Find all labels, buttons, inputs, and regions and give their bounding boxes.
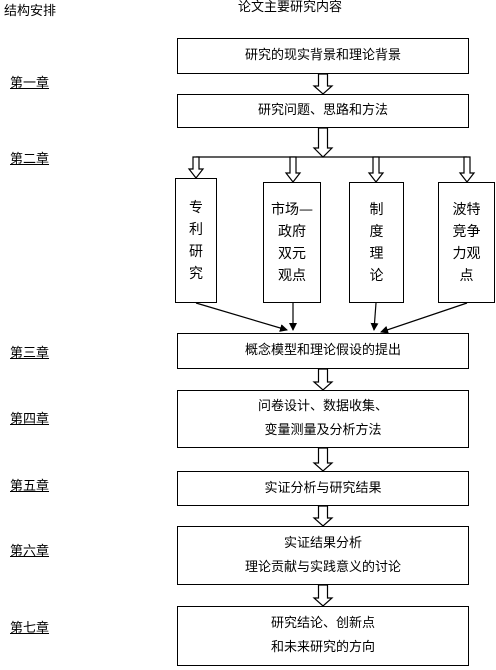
- structure-heading: 结构安排: [4, 4, 57, 19]
- merge-arrows: [195, 302, 468, 334]
- flow-arrow-6: [312, 584, 334, 607]
- theory-2-line-1: 市场—: [271, 201, 313, 218]
- theory-1-line-2: 利: [189, 221, 203, 238]
- flow-arrow-2: [312, 127, 334, 158]
- theory-3-line-3: 理: [369, 245, 384, 262]
- model-box: 概念模型和理论假设的提出: [177, 333, 469, 369]
- theory-2-line-2: 政府: [278, 223, 306, 240]
- results-text: 实证分析与研究结果: [264, 480, 382, 496]
- theory-box-porter: 波特 竞争 力观 点: [438, 182, 495, 303]
- branch-arrow-2: [284, 156, 302, 183]
- content-heading: 论文主要研究内容: [238, 0, 343, 15]
- flow-arrows: [312, 73, 334, 607]
- theory-box-market-government: 市场— 政府 双元 观点: [263, 182, 321, 303]
- branch-arrow-3: [367, 156, 385, 183]
- conclusion-text-line-2: 和未来研究的方向: [270, 640, 375, 655]
- design-box: 问卷设计、数据收集、 变量测量及分析方法: [177, 390, 469, 448]
- merge-arrow-4: [380, 302, 468, 334]
- merge-arrow-1: [195, 302, 288, 332]
- theory-2-line-4: 观点: [278, 267, 306, 284]
- background-box: 研究的现实背景和理论背景: [177, 38, 469, 74]
- design-text-line-1: 问卷设计、数据收集、: [257, 399, 388, 414]
- theory-4-line-2: 竞争: [452, 223, 481, 240]
- branch-arrows: [187, 156, 476, 183]
- conclusion-text-line-1: 研究结论、创新点: [270, 616, 375, 631]
- discussion-box: 实证结果分析 理论贡献与实践意义的讨论: [177, 526, 469, 585]
- flow-arrow-3: [312, 368, 334, 391]
- chapter-2-label: 第二章: [10, 152, 50, 167]
- discussion-text-line-1: 实证结果分析: [283, 535, 362, 551]
- chapter-7-label: 第七章: [10, 621, 50, 636]
- chapter-4-label: 第四章: [10, 412, 50, 427]
- theory-4-line-4: 点: [459, 267, 474, 284]
- branch-arrow-1: [187, 156, 205, 179]
- questions-box: 研究问题、思路和方法: [177, 94, 469, 128]
- theory-1-line-4: 究: [189, 265, 203, 282]
- questions-text: 研究问题、思路和方法: [257, 103, 388, 118]
- flow-arrow-1: [312, 73, 334, 95]
- theory-1-line-3: 研: [189, 243, 203, 260]
- flow-arrow-5: [312, 505, 334, 527]
- design-text-line-2: 变量测量及分析方法: [264, 423, 382, 438]
- chapter-1-label: 第一章: [10, 76, 50, 91]
- theory-4-line-1: 波特: [452, 201, 481, 218]
- discussion-text-line-2: 理论贡献与实践意义的讨论: [244, 559, 401, 575]
- theory-3-line-1: 制: [369, 201, 384, 218]
- theory-4-line-3: 力观: [452, 245, 481, 262]
- chapter-5-label: 第五章: [10, 479, 50, 494]
- branch-arrow-4: [458, 156, 476, 183]
- theory-3-line-4: 论: [369, 267, 384, 284]
- chapter-6-label: 第六章: [10, 544, 50, 559]
- results-box: 实证分析与研究结果: [177, 471, 469, 506]
- merge-arrow-3: [370, 302, 379, 331]
- background-text: 研究的现实背景和理论背景: [244, 48, 401, 63]
- theory-2-line-3: 双元: [278, 245, 306, 262]
- conclusion-box: 研究结论、创新点 和未来研究的方向: [177, 606, 469, 666]
- flow-arrow-4: [312, 447, 334, 472]
- theory-box-patent: 专 利 研 究: [175, 178, 217, 303]
- theory-3-line-2: 度: [369, 223, 384, 240]
- chapter-3-label: 第三章: [10, 346, 50, 361]
- theory-box-institutional: 制 度 理 论: [349, 182, 404, 303]
- theory-1-line-1: 专: [189, 199, 203, 216]
- model-text: 概念模型和理论假设的提出: [244, 343, 401, 358]
